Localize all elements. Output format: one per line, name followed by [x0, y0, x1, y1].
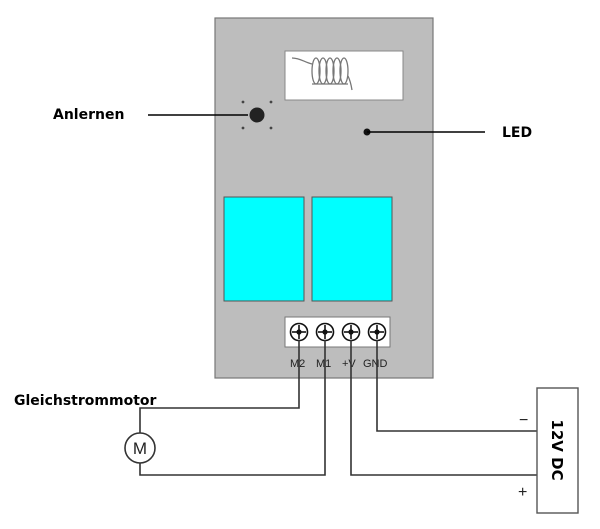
supply-minus-label: − — [519, 412, 528, 429]
motor-icon — [124, 432, 156, 464]
power-supply-label: 12V DC — [548, 419, 566, 480]
motor-label: Gleichstrommotor — [14, 393, 157, 409]
wire-plus-v — [350, 340, 537, 476]
push-button-icon[interactable] — [241, 100, 273, 130]
relay-right — [311, 196, 393, 302]
terminal-label-gnd: GND — [363, 358, 388, 370]
relay-left — [223, 196, 305, 302]
wire-gnd — [376, 340, 537, 432]
terminal-label-m2: M2 — [290, 358, 305, 370]
terminal-label-m1: M1 — [316, 358, 331, 370]
antenna-window — [284, 50, 404, 101]
learn-button-label: Anlernen — [53, 107, 124, 123]
wire-m2 — [139, 340, 300, 433]
supply-plus-label: + — [518, 484, 527, 501]
motor-symbol: M — [133, 439, 147, 458]
terminal-label-v: +V — [342, 358, 356, 370]
led-label: LED — [502, 125, 532, 141]
power-supply-box — [536, 387, 579, 514]
coil-antenna-icon — [291, 57, 353, 91]
wire-m1 — [139, 340, 326, 476]
